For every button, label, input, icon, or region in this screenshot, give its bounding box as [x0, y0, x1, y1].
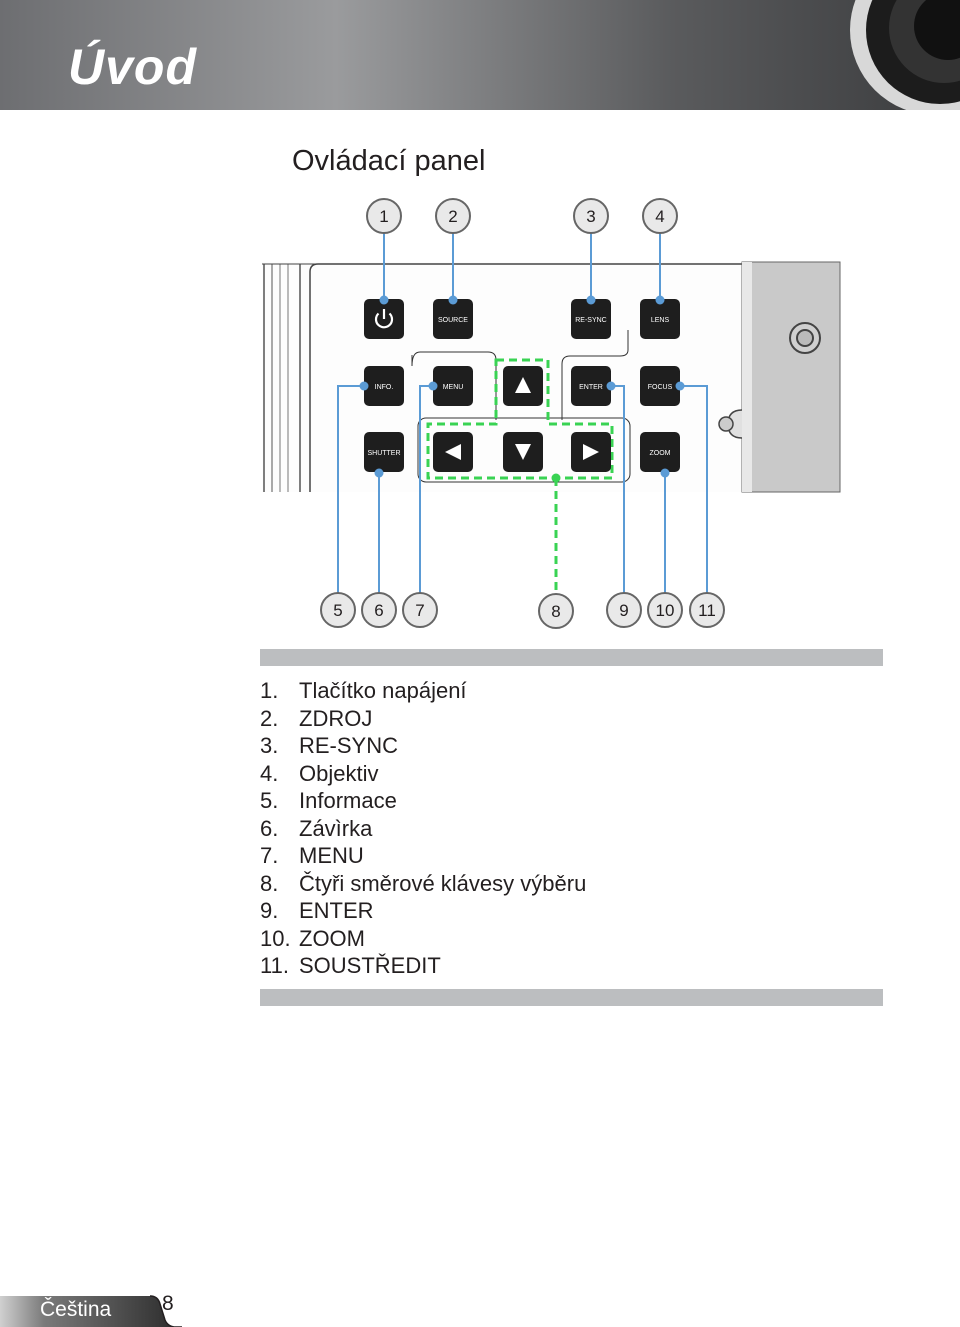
callout-1: 1	[366, 198, 402, 234]
callout-9-number: 9	[619, 601, 628, 620]
callout-8-number: 8	[551, 602, 560, 621]
info-button-label: INFO.	[375, 384, 394, 391]
zoom-button-label: ZOOM	[650, 450, 671, 457]
control-panel-diagram: SOURCE RE-SYNC LENS INFO. MENU ENTER FOC…	[262, 198, 841, 629]
callout-5: 5	[320, 592, 356, 628]
right-arrow-icon	[583, 444, 599, 460]
callout-4-number: 4	[655, 207, 664, 226]
callout-10-number: 10	[656, 601, 675, 620]
footer-language: Čeština	[40, 1298, 112, 1321]
source-button[interactable]: SOURCE	[433, 299, 473, 339]
divider-top	[260, 649, 883, 666]
callout-2: 2	[435, 198, 471, 234]
callout-10: 10	[647, 592, 683, 628]
shutter-button-label: SHUTTER	[367, 450, 400, 457]
callout-11: 11	[689, 592, 725, 628]
source-button-label: SOURCE	[438, 317, 468, 324]
panel-housing	[262, 261, 841, 493]
right-button[interactable]	[571, 432, 611, 472]
callout-3-number: 3	[586, 207, 595, 226]
list-item: 9.ENTER	[260, 898, 374, 923]
callout-11-number: 11	[698, 601, 716, 620]
callout-6-number: 6	[374, 601, 383, 620]
chapter-title: Úvod	[68, 39, 197, 95]
callout-dot-8	[551, 473, 561, 483]
list-item: 1.Tlačítko napájení	[260, 678, 467, 703]
callout-6: 6	[361, 592, 397, 628]
power-button[interactable]	[364, 299, 404, 339]
arrow-keys-highlight	[426, 358, 614, 480]
callout-5-number: 5	[333, 601, 342, 620]
list-item: 3.RE-SYNC	[260, 733, 399, 758]
enter-button[interactable]: ENTER	[571, 366, 611, 406]
list-item: 4.Objektiv	[260, 760, 379, 786]
list-item: 8.Čtyři směrové klávesy výběru	[260, 870, 587, 896]
lens-button-label: LENS	[651, 317, 670, 324]
callout-8: 8	[538, 593, 574, 629]
menu-button-label: MENU	[443, 384, 464, 391]
left-arrow-icon	[445, 444, 461, 460]
callout-dots	[359, 295, 685, 478]
callout-3: 3	[573, 198, 609, 234]
callout-7-number: 7	[415, 601, 424, 620]
up-button[interactable]	[503, 366, 543, 406]
page-header: Úvod	[0, 0, 960, 110]
page-number: 8	[162, 1292, 174, 1315]
divider-bottom	[260, 989, 883, 1006]
list-item: 6.Závìrka	[260, 815, 373, 841]
up-arrow-icon	[515, 377, 531, 393]
section-title: Ovládací panel	[292, 145, 486, 177]
callout-9: 9	[606, 592, 642, 628]
enter-button-label: ENTER	[579, 384, 603, 391]
list-item: 2.ZDROJ	[260, 705, 373, 731]
menu-button[interactable]: MENU	[433, 366, 473, 406]
info-button[interactable]: INFO.	[364, 366, 404, 406]
lens-button[interactable]: LENS	[640, 299, 680, 339]
callout-2-number: 2	[448, 207, 457, 226]
focus-button[interactable]: FOCUS	[640, 366, 680, 406]
button-legend-list: 1.Tlačítko napájení 2.ZDROJ 3.RE-SYNC 4.…	[260, 677, 586, 980]
page-footer: Čeština 8	[0, 1290, 182, 1327]
list-item: 5.Informace	[260, 788, 397, 813]
resync-button[interactable]: RE-SYNC	[571, 299, 611, 339]
focus-button-label: FOCUS	[648, 384, 673, 391]
list-item: 7.MENU	[260, 843, 364, 868]
down-button[interactable]	[503, 432, 543, 472]
zoom-button[interactable]: ZOOM	[640, 432, 680, 472]
resync-button-label: RE-SYNC	[575, 317, 607, 324]
callout-1-number: 1	[379, 207, 388, 226]
list-item: 10.ZOOM	[260, 925, 365, 951]
list-item: 11.SOUSTŘEDIT	[260, 953, 441, 978]
down-arrow-icon	[515, 444, 531, 460]
lens-graphic	[850, 0, 960, 110]
power-icon	[374, 309, 394, 329]
callout-4: 4	[642, 198, 678, 234]
left-button[interactable]	[433, 432, 473, 472]
callout-7: 7	[402, 592, 438, 628]
shutter-button[interactable]: SHUTTER	[364, 432, 404, 472]
